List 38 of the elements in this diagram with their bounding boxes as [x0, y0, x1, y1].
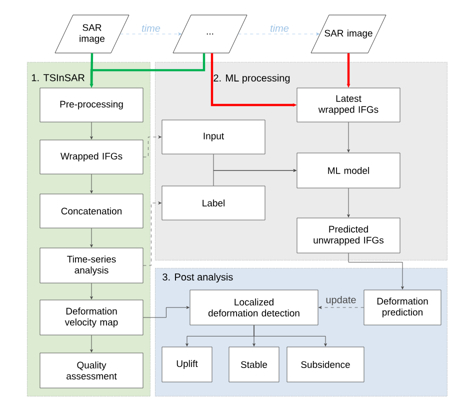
process-box: Pre-processing	[40, 88, 144, 122]
data-parallelogram: SAR image	[54, 14, 130, 54]
arrow	[142, 306, 190, 318]
process-box: Uplift	[162, 346, 212, 382]
process-box: Deformation velocity map	[40, 300, 144, 336]
process-box: Deformation prediction	[364, 290, 442, 326]
edge-label: time	[142, 24, 160, 32]
arrow	[120, 32, 182, 36]
arrow	[90, 122, 93, 140]
process-box: Label	[162, 186, 266, 220]
arrow	[90, 334, 93, 352]
edge-label: update	[326, 296, 356, 306]
arrow	[90, 174, 93, 194]
arrow	[348, 252, 404, 290]
arrow	[143, 136, 162, 158]
data-parallelogram: SAR image	[310, 14, 386, 54]
process-box: Input	[162, 120, 266, 154]
arrow	[238, 32, 320, 36]
process-box: Quality assessment	[40, 352, 144, 388]
arrow	[213, 169, 296, 186]
arrow	[143, 202, 162, 266]
arrow	[347, 122, 350, 152]
process-box: Concatenation	[40, 194, 144, 228]
arrow	[318, 306, 364, 309]
arrow	[90, 228, 93, 248]
arrow	[90, 282, 93, 300]
process-box: Subsidence	[286, 346, 364, 382]
edge-label: time	[270, 24, 289, 32]
process-box: ML model	[296, 152, 400, 188]
process-box: Wrapped IFGs	[40, 140, 144, 174]
process-box: Time-series analysis	[40, 248, 144, 284]
process-box: Latest wrapped IFGs	[296, 88, 400, 122]
process-box: Predicted unwrapped IFGs	[296, 218, 400, 254]
arrow	[254, 324, 327, 346]
arrow	[347, 188, 350, 218]
process-box: Stable	[228, 346, 280, 382]
data-parallelogram: ...	[172, 14, 248, 54]
process-box: Localized deformation detection	[190, 290, 318, 326]
